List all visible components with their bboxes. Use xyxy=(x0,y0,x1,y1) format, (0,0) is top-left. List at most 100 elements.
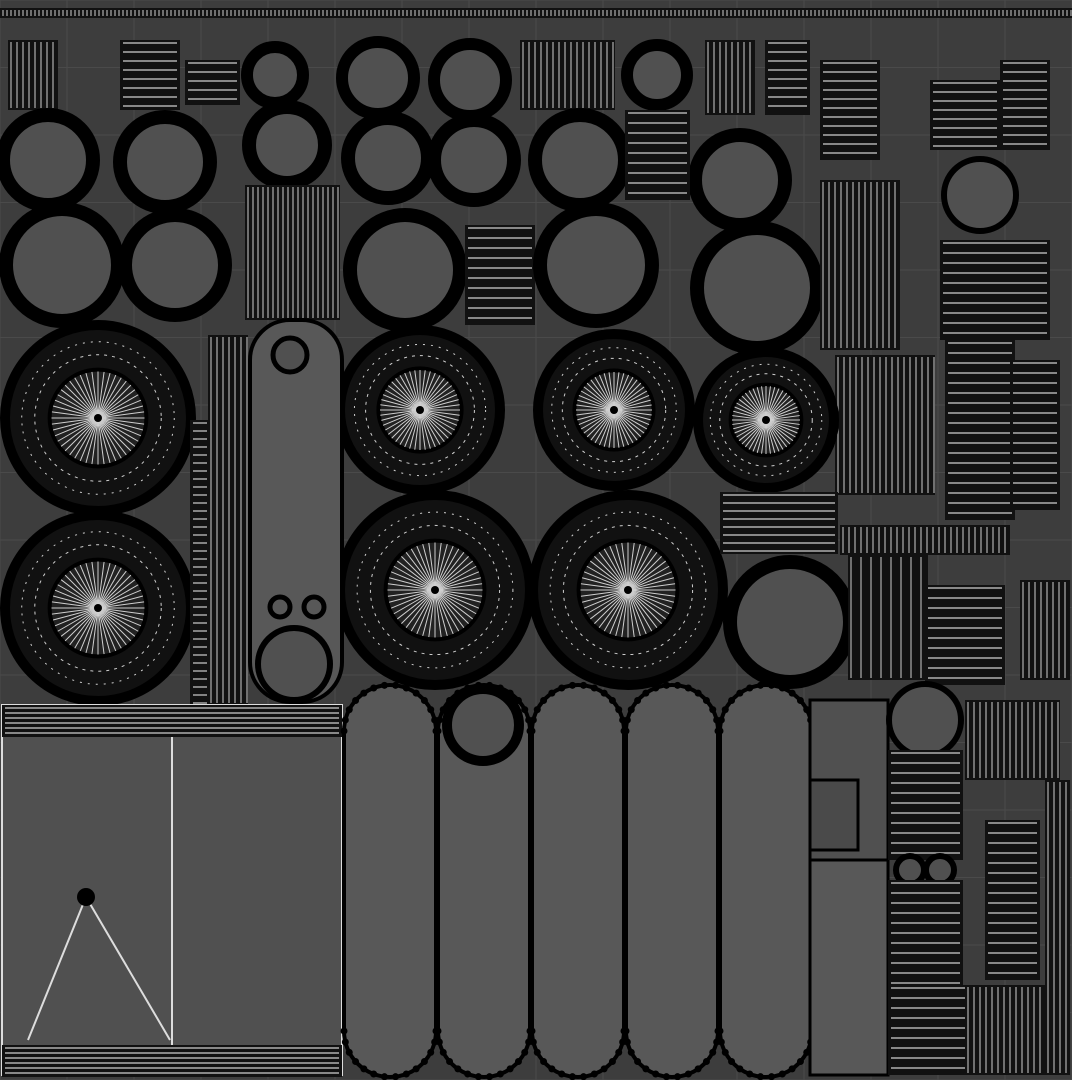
wheel-spoke xyxy=(390,589,436,609)
striped-uv-island[interactable] xyxy=(0,8,1072,18)
wheel-spoke xyxy=(765,419,794,442)
striped-uv-island[interactable] xyxy=(625,110,690,200)
striped-uv-island[interactable] xyxy=(185,60,240,105)
wheel-uv-island-icon[interactable] xyxy=(533,329,695,491)
wheel-uv-island-icon[interactable] xyxy=(0,320,196,516)
striped-uv-island[interactable] xyxy=(888,750,963,860)
stripe-block xyxy=(888,880,963,990)
ring-uv-island-icon[interactable] xyxy=(0,108,100,212)
stripe-block xyxy=(705,40,755,115)
wheel-uv-island-icon[interactable] xyxy=(335,325,505,495)
striped-uv-island[interactable] xyxy=(840,525,1010,555)
striped-uv-island[interactable] xyxy=(190,420,210,710)
striped-uv-island[interactable] xyxy=(965,700,1060,780)
wheel-spoke xyxy=(583,571,629,591)
striped-uv-island[interactable] xyxy=(765,40,810,115)
wheel-spoke xyxy=(64,574,99,609)
striped-uv-island[interactable] xyxy=(2,705,342,737)
panel-uv-island-icon[interactable] xyxy=(1,704,343,1076)
panel-uv-island-icon[interactable] xyxy=(622,681,722,1080)
striped-uv-island[interactable] xyxy=(120,40,180,110)
wheel-spoke xyxy=(419,399,459,411)
panel-uv-island-icon[interactable] xyxy=(528,681,628,1080)
capsule-panel xyxy=(718,683,814,1079)
striped-uv-island[interactable] xyxy=(820,60,880,160)
striped-uv-island[interactable] xyxy=(8,40,58,110)
striped-uv-island[interactable] xyxy=(465,225,535,325)
wheel-spoke xyxy=(733,419,767,430)
ring-uv-island-icon[interactable] xyxy=(113,110,217,214)
panel-uv-island-icon[interactable] xyxy=(340,681,440,1080)
wheel-spoke xyxy=(419,385,453,411)
wheel-spoke xyxy=(434,577,482,591)
striped-uv-island[interactable] xyxy=(1000,60,1050,150)
striped-uv-island[interactable] xyxy=(848,555,928,680)
striped-uv-island[interactable] xyxy=(835,355,935,495)
capsule-vertex xyxy=(360,689,368,697)
wheel-uv-island-icon[interactable] xyxy=(0,510,196,706)
wheel-tread-ring xyxy=(353,343,487,477)
stripe-block xyxy=(720,492,838,554)
ring-uv-island-icon[interactable] xyxy=(118,208,232,322)
wheel-uv-island-icon[interactable] xyxy=(335,490,535,690)
ring-uv-island-icon[interactable] xyxy=(893,853,927,887)
striped-uv-island[interactable] xyxy=(520,40,615,110)
wheel-spoke xyxy=(419,409,445,443)
ring-uv-island-icon[interactable] xyxy=(621,39,693,111)
panel-uv-island-icon[interactable] xyxy=(808,698,890,1077)
ring-uv-island-icon[interactable] xyxy=(341,111,435,205)
wheel-spoke xyxy=(434,543,448,591)
ring-uv-island-icon[interactable] xyxy=(723,555,857,689)
striped-uv-island[interactable] xyxy=(965,985,1045,1075)
striped-uv-island[interactable] xyxy=(940,240,1050,340)
striped-uv-island[interactable] xyxy=(1045,780,1070,1075)
striped-uv-island[interactable] xyxy=(208,335,248,705)
ring-uv-island-icon[interactable] xyxy=(688,128,792,232)
ring-uv-island-icon[interactable] xyxy=(690,221,824,355)
striped-uv-island[interactable] xyxy=(720,492,838,554)
ring-uv-island-icon[interactable] xyxy=(241,41,309,109)
ring-uv-island-icon[interactable] xyxy=(242,100,332,190)
striped-uv-island[interactable] xyxy=(888,985,968,1075)
ring-uv-island-icon[interactable] xyxy=(886,681,964,759)
ring-uv-island-icon[interactable] xyxy=(442,684,524,766)
ring-uv-island-icon[interactable] xyxy=(0,202,125,328)
wheel-uv-island-icon[interactable] xyxy=(528,490,728,690)
panel-seam xyxy=(85,896,171,1041)
striped-uv-island[interactable] xyxy=(820,180,900,350)
panel-hole xyxy=(270,335,310,375)
striped-uv-island[interactable] xyxy=(925,585,1005,685)
wheel-spoke xyxy=(97,417,145,425)
capsule-vertex xyxy=(716,727,724,735)
capsule-vertex xyxy=(341,1038,349,1046)
ring-uv-island-icon[interactable] xyxy=(923,853,957,887)
uv-islands[interactable] xyxy=(0,8,1072,1080)
capsule-vertex xyxy=(454,1065,462,1073)
capsule-vertex xyxy=(392,681,400,689)
striped-uv-island[interactable] xyxy=(930,80,1000,150)
ring-uv-island-icon[interactable] xyxy=(528,108,632,212)
striped-uv-island[interactable] xyxy=(945,340,1015,520)
wheel-spoke xyxy=(395,377,421,411)
capsule-vertex xyxy=(370,1070,378,1078)
striped-uv-island[interactable] xyxy=(888,880,963,990)
panel-uv-island-icon[interactable] xyxy=(248,318,344,704)
striped-uv-island[interactable] xyxy=(1020,580,1070,680)
ring-uv-island-icon[interactable] xyxy=(427,113,521,207)
ring-uv-island-icon[interactable] xyxy=(941,156,1019,234)
ring-uv-island-icon[interactable] xyxy=(336,36,420,120)
striped-uv-island[interactable] xyxy=(2,1045,342,1077)
ring-uv-island-icon[interactable] xyxy=(533,202,659,328)
wheel-spoke xyxy=(69,570,99,609)
panel-uv-island-icon[interactable] xyxy=(716,681,816,1080)
capsule-vertex xyxy=(716,1027,724,1035)
striped-uv-island[interactable] xyxy=(245,185,340,320)
wheel-uv-island-icon[interactable] xyxy=(693,347,839,493)
striped-uv-island[interactable] xyxy=(705,40,755,115)
ring-uv-island-icon[interactable] xyxy=(428,38,512,122)
ring-uv-island-icon[interactable] xyxy=(343,208,467,332)
striped-uv-island[interactable] xyxy=(985,820,1040,980)
striped-uv-island[interactable] xyxy=(1010,360,1060,510)
